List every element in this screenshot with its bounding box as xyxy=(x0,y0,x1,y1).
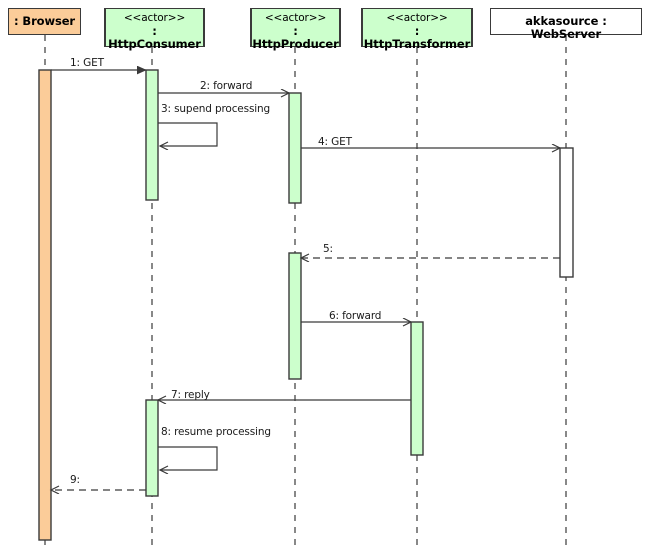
message-label-4: 4: GET xyxy=(318,136,352,148)
participant-box-web-server[interactable]: akkasource : WebServer xyxy=(490,8,642,41)
activation-bar-browser xyxy=(38,69,52,541)
participant-name-web-server: akkasource : WebServer xyxy=(525,14,607,42)
message-label-6: 6: forward xyxy=(329,310,382,322)
activation-bar-http-producer xyxy=(288,92,302,204)
activation-bar-http-consumer xyxy=(145,399,159,497)
messages-layer xyxy=(51,70,560,490)
activation-bar-http-producer xyxy=(288,252,302,380)
message-label-7: 7: reply xyxy=(171,389,210,401)
participant-box-http-transformer[interactable]: <<actor>>: HttpTransformer xyxy=(361,8,473,51)
participant-stereotype-http-consumer: <<actor>> xyxy=(123,12,186,24)
message-label-2: 2: forward xyxy=(200,80,253,92)
activation-bar-http-transformer xyxy=(410,321,424,456)
participant-name-http-transformer: : HttpTransformer xyxy=(363,24,471,52)
participant-box-http-producer[interactable]: <<actor>>: HttpProducer xyxy=(250,8,341,51)
message-self-8 xyxy=(158,446,218,470)
message-label-9: 9: xyxy=(70,474,80,486)
participant-stereotype-http-transformer: <<actor>> xyxy=(386,12,448,24)
activation-bar-web-server xyxy=(559,147,574,278)
message-self-3 xyxy=(158,122,218,146)
message-label-8: 8: resume processing xyxy=(161,426,271,438)
participant-name-http-producer: : HttpProducer xyxy=(252,24,339,52)
participant-box-browser[interactable]: : Browser xyxy=(8,8,81,35)
participant-name-browser: : Browser xyxy=(14,14,75,28)
participant-stereotype-http-producer: <<actor>> xyxy=(264,12,327,24)
participant-name-http-consumer: : HttpConsumer xyxy=(108,24,201,52)
lifelines-layer xyxy=(44,35,567,550)
message-label-3: 3: supend processing xyxy=(161,103,271,115)
activations-layer xyxy=(38,69,574,541)
activation-bar-http-consumer xyxy=(145,69,159,201)
message-label-5: 5: xyxy=(323,243,333,255)
participant-box-http-consumer[interactable]: <<actor>>: HttpConsumer xyxy=(104,8,205,51)
message-label-1: 1: GET xyxy=(70,57,104,69)
